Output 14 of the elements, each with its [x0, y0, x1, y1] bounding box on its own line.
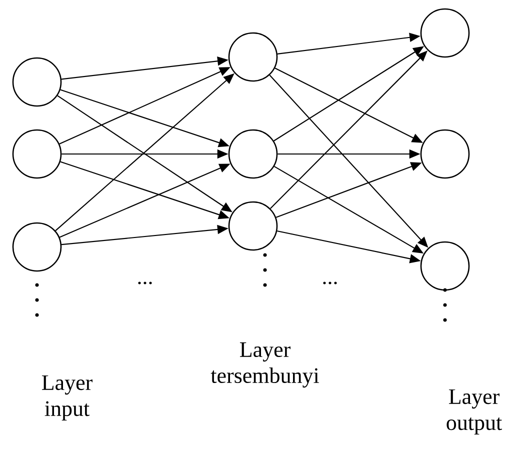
neuron-circle	[228, 129, 278, 179]
layer-label: Layer tersembunyi	[210, 342, 319, 388]
neuron-circle	[12, 129, 62, 179]
ellipsis: ...	[323, 282, 337, 284]
neuron-circle	[12, 222, 62, 272]
neuron-circle	[228, 201, 278, 251]
ellipsis: ...	[138, 282, 152, 284]
neuron-circle	[228, 32, 278, 82]
layer-label: Layer input	[42, 375, 92, 421]
neuron-circle	[420, 129, 470, 179]
layer-label: Layer output	[446, 389, 502, 435]
neuron-circle	[420, 241, 470, 291]
neuron-circle	[12, 57, 62, 107]
neuron-circle	[420, 8, 470, 58]
